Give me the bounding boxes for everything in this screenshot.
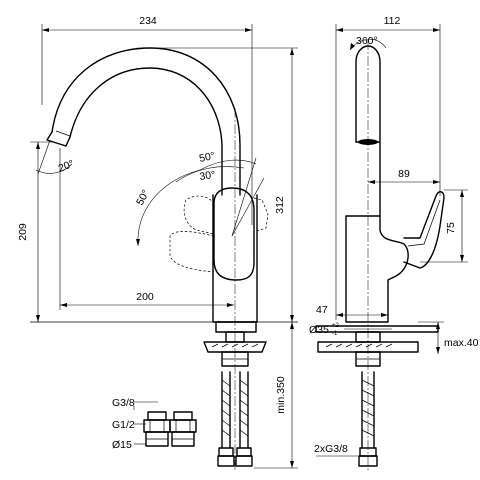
fitting-d15: Ø15 — [112, 439, 132, 451]
dim-lever-height: 75 — [445, 222, 457, 234]
side-view: 112 360° 89 75 47 — [309, 15, 479, 470]
dim-depth: 112 — [384, 15, 401, 27]
dim-deck-max: max.40 — [444, 337, 479, 349]
dim-hole-diameter: Ø35 — [309, 324, 329, 336]
fittings-detail: G3/8 G1/2 Ø15 — [112, 397, 197, 451]
lever-arc-30 — [175, 166, 245, 183]
fitting-left — [143, 411, 171, 447]
dim-lever-angle-1: 50° — [134, 188, 152, 208]
side-lever — [403, 191, 445, 269]
dim-hole-tol-plus: +2 — [332, 323, 340, 329]
mounting-plate — [203, 341, 267, 353]
dim-hose-length: min.350 — [275, 376, 287, 414]
fitting-right — [169, 411, 197, 447]
dim-base-offset: 47 — [316, 304, 328, 316]
dim-spout-reach: 200 — [136, 291, 154, 303]
dim-lever-angle-2: 30° — [199, 169, 216, 183]
dim-lever-angle-3: 50° — [198, 150, 216, 165]
front-view: 234 50° 50° 30° 20° 209 — [17, 15, 298, 470]
dim-spout-height: 209 — [17, 223, 29, 241]
lever-ghost-left — [169, 231, 215, 273]
dim-connection: 2xG3/8 — [314, 443, 348, 455]
spout-inner — [69, 67, 223, 196]
lever-handle — [213, 187, 255, 281]
dim-hole-tol-minus: -1 — [332, 331, 338, 337]
spout-tip — [46, 131, 71, 147]
deck-gasket — [215, 321, 257, 333]
dim-height-total: 312 — [274, 196, 286, 214]
side-body — [345, 215, 409, 323]
lever-ghost-right — [183, 195, 215, 235]
fitting-g12: G1/2 — [112, 419, 135, 431]
dim-width-total: 234 — [139, 15, 157, 27]
lever-arc-50-left — [137, 169, 201, 247]
dim-swivel: 360° — [356, 35, 378, 47]
fitting-g38: G3/8 — [112, 397, 135, 409]
dim-lever-reach: 89 — [398, 168, 410, 180]
dim-spout-angle: 20° — [57, 158, 76, 175]
